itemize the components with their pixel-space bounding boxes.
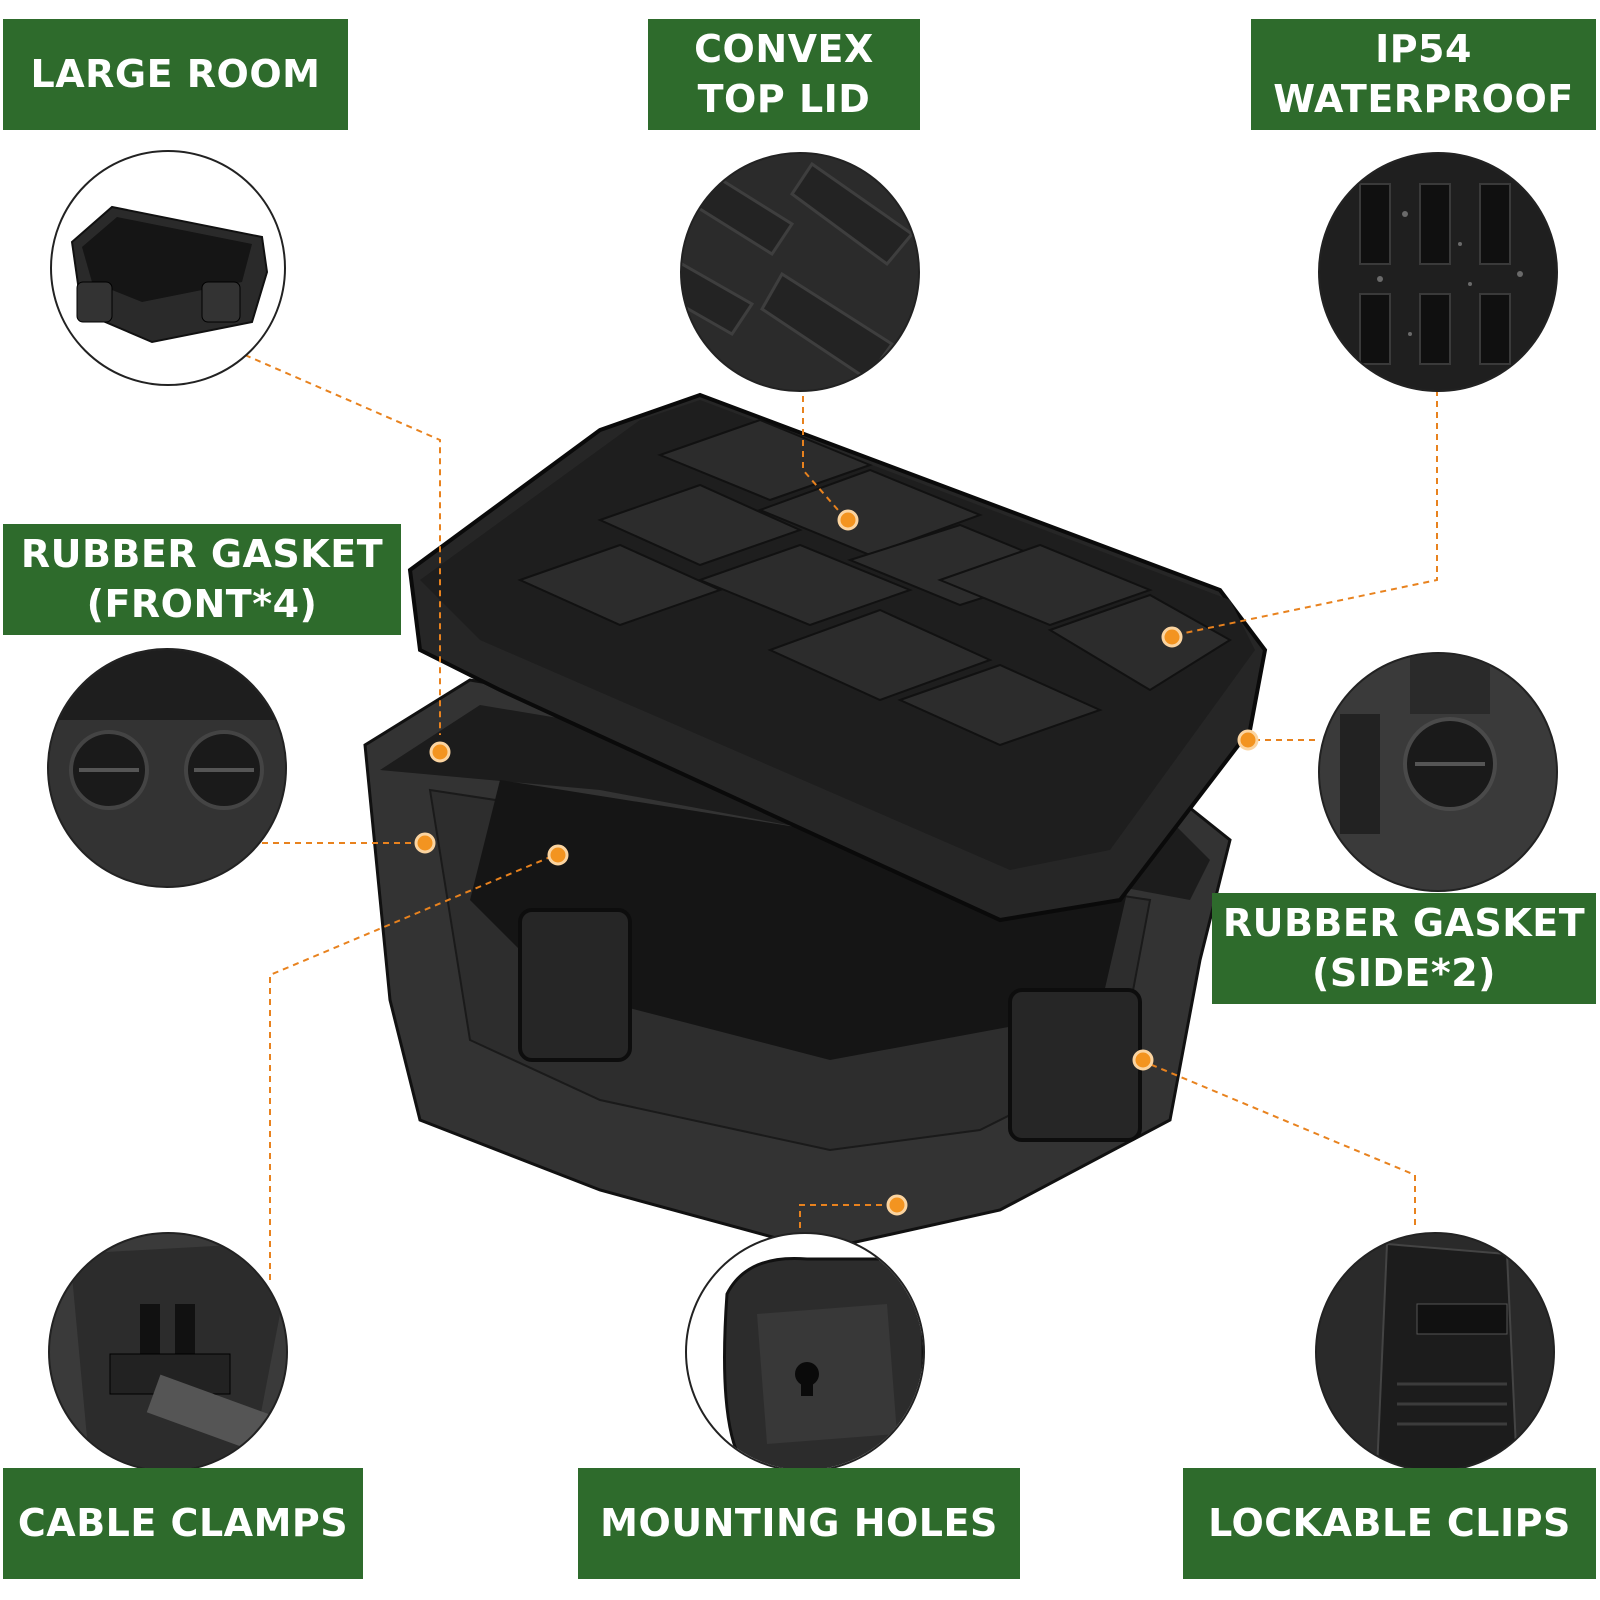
detail-cable-clamps	[48, 1232, 288, 1472]
label-rubber-gasket-side-line1: RUBBER GASKET	[1222, 901, 1586, 946]
detail-rubber-gasket-side	[1318, 652, 1558, 892]
label-cable-clamps-text: CABLE CLAMPS	[17, 1500, 349, 1545]
label-large-room-text: LARGE ROOM	[30, 51, 321, 96]
label-ip54-line1: IP54	[1375, 27, 1472, 72]
detail-convex-lid	[680, 152, 920, 392]
label-rubber-gasket-side: RUBBER GASKET (SIDE*2)	[1212, 893, 1596, 1004]
label-convex-top-lid-line1: CONVEX	[694, 27, 874, 72]
detail-mounting-holes	[685, 1232, 925, 1472]
label-rubber-gasket-side-line2: (SIDE*2)	[1311, 950, 1497, 995]
label-lockable-clips-text: LOCKABLE CLIPS	[1208, 1500, 1571, 1545]
label-mounting-holes: MOUNTING HOLES	[578, 1468, 1020, 1579]
label-convex-top-lid: CONVEX TOP LID	[648, 19, 920, 130]
detail-lockable-clips	[1315, 1232, 1555, 1472]
label-convex-top-lid-line2: TOP LID	[697, 76, 871, 121]
label-ip54-line2: WATERPROOF	[1273, 76, 1574, 121]
label-cable-clamps: CABLE CLAMPS	[3, 1468, 363, 1579]
label-ip54-waterproof: IP54 WATERPROOF	[1251, 19, 1596, 130]
label-mounting-holes-text: MOUNTING HOLES	[600, 1500, 998, 1545]
detail-large-room	[50, 150, 286, 386]
label-rubber-gasket-front-line2: (FRONT*4)	[86, 581, 318, 626]
detail-ip54-waterproof	[1318, 152, 1558, 392]
label-lockable-clips: LOCKABLE CLIPS	[1183, 1468, 1596, 1579]
label-rubber-gasket-front: RUBBER GASKET (FRONT*4)	[3, 524, 401, 635]
label-large-room: LARGE ROOM	[3, 19, 348, 130]
label-rubber-gasket-front-line1: RUBBER GASKET	[20, 532, 384, 577]
detail-rubber-gasket-front	[47, 648, 287, 888]
